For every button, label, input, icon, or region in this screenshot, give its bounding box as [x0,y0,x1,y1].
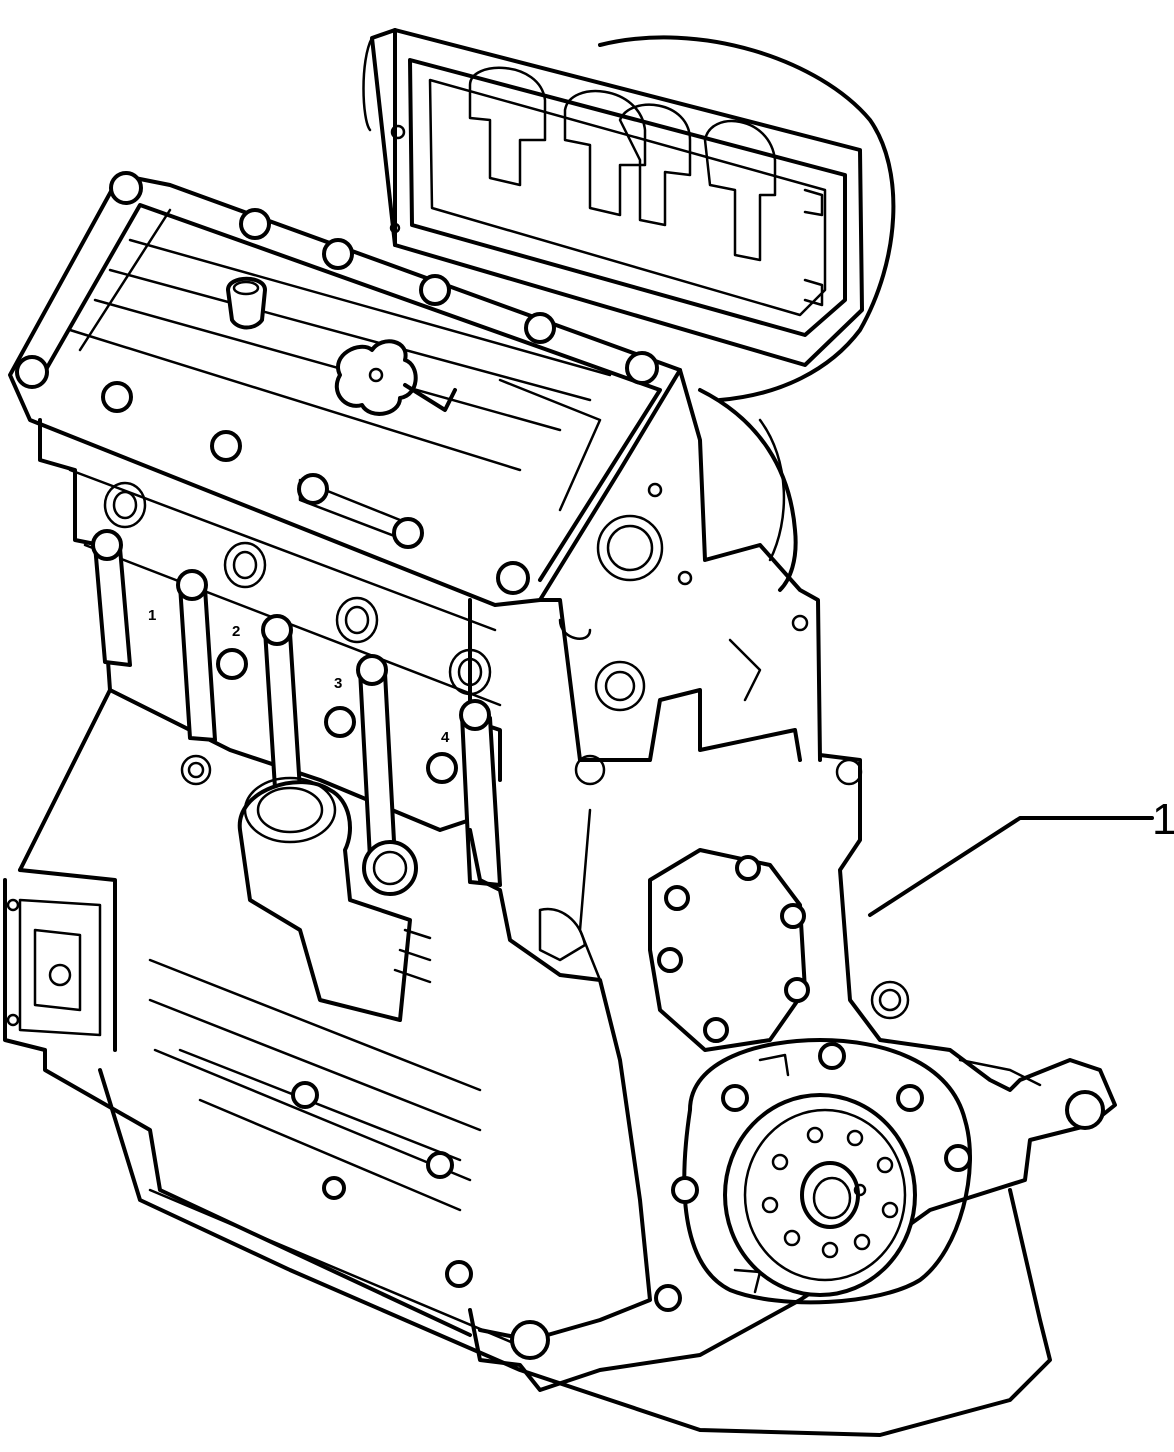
callout-1: 1 [868,795,1174,917]
front-plate [468,753,1117,1392]
engine-block [3,688,482,1337]
oil-sump [98,1048,1052,1437]
cylinder-head-cover [8,173,682,607]
front-pulley [654,1038,972,1312]
head-end-bracket [538,368,822,786]
cylinder-marks: 1 2 3 4 [148,607,450,746]
cylinder-mark-1: 1 [148,607,156,624]
cover-bolts [15,171,659,595]
timing-cover [598,35,896,592]
callout-leader-line [868,816,1154,917]
cylinder-mark-4: 4 [441,729,450,746]
callout-label: 1 [1152,795,1174,844]
cylinder-mark-3: 3 [334,675,342,692]
cylinder-mark-2: 2 [232,623,240,640]
cam-cover-lifted [362,28,864,367]
